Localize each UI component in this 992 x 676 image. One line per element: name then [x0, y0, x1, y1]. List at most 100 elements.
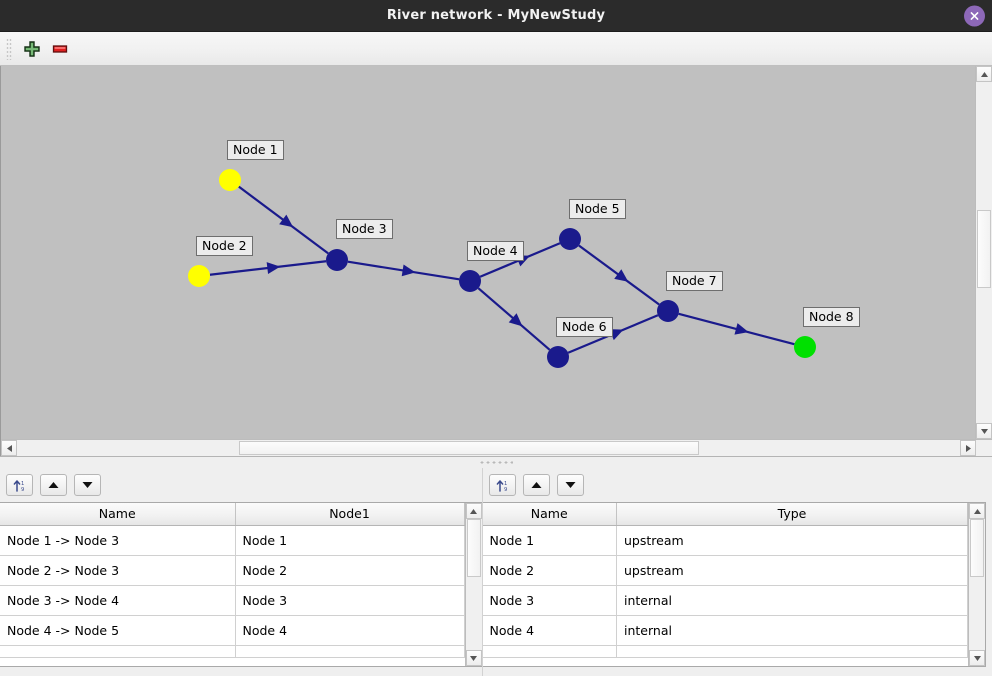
graph-node-label-n8[interactable]: Node 8: [803, 307, 860, 327]
reaches-cell-3-1[interactable]: Node 4: [235, 615, 465, 646]
nodes-toolbar: 1 9: [482, 468, 992, 502]
graph-node-label-n7[interactable]: Node 7: [666, 271, 723, 291]
nodes-table-row[interactable]: [482, 645, 968, 658]
reaches-vscroll-thumb[interactable]: [466, 519, 481, 577]
move-down-icon: [82, 482, 93, 488]
graph-node-n2[interactable]: [188, 265, 210, 287]
panel-splitter[interactable]: [0, 456, 992, 468]
graph-node-n7[interactable]: [657, 300, 679, 322]
reaches-column-header-0[interactable]: Name: [0, 503, 236, 526]
reaches-cell-empty-1[interactable]: [235, 645, 465, 658]
nodes-cell-0-1[interactable]: upstream: [616, 525, 968, 556]
svg-text:9: 9: [21, 487, 24, 493]
scroll-corner: [976, 440, 992, 456]
nodes-cell-3-1[interactable]: internal: [616, 615, 968, 646]
nodes-scroll-up-button[interactable]: [969, 503, 985, 519]
reaches-cell-0-0[interactable]: Node 1 -> Node 3: [0, 525, 236, 556]
graph-node-label-n1[interactable]: Node 1: [227, 140, 284, 160]
triangle-up-icon: [470, 508, 477, 514]
canvas-horizontal-scrollbar[interactable]: [1, 439, 992, 456]
canvas-hscroll-track[interactable]: [17, 440, 960, 456]
nodes-column-header-1[interactable]: Type: [616, 503, 968, 526]
graph-node-label-n6[interactable]: Node 6: [556, 317, 613, 337]
nodes-move-up-button[interactable]: [522, 474, 550, 496]
scroll-down-button[interactable]: [976, 423, 992, 439]
reaches-cell-1-1[interactable]: Node 2: [235, 555, 465, 586]
canvas-vscroll-track[interactable]: [976, 82, 992, 423]
reaches-vscroll-track[interactable]: [465, 519, 482, 651]
graph-node-n1[interactable]: [219, 169, 241, 191]
remove-node-button[interactable]: [46, 35, 74, 63]
graph-node-n3[interactable]: [326, 249, 348, 271]
reaches-vertical-scrollbar[interactable]: [464, 503, 482, 667]
nodes-vscroll-track[interactable]: [969, 519, 985, 651]
network-canvas[interactable]: Node 1 Node 2 Node 3 Node 4 Node 5 Node 6 Node…: [1, 66, 975, 439]
reaches-cell-2-1[interactable]: Node 3: [235, 585, 465, 616]
nodes-cell-2-0[interactable]: Node 3: [482, 585, 617, 616]
graph-node-n4[interactable]: [459, 270, 481, 292]
reaches-cell-0-1[interactable]: Node 1: [235, 525, 465, 556]
graph-node-label-n4[interactable]: Node 4: [467, 241, 524, 261]
graph-node-n8[interactable]: [794, 336, 816, 358]
reaches-column-header-1[interactable]: Node1: [235, 503, 465, 526]
reaches-cell-1-0[interactable]: Node 2 -> Node 3: [0, 555, 236, 586]
canvas-hscroll-thumb[interactable]: [239, 441, 699, 455]
reaches-cell-empty-0[interactable]: [0, 645, 236, 658]
nodes-column-header-0[interactable]: Name: [482, 503, 617, 526]
graph-node-label-n5[interactable]: Node 5: [569, 199, 626, 219]
graph-node-n6[interactable]: [547, 346, 569, 368]
nodes-vertical-scrollbar[interactable]: [968, 503, 985, 667]
scroll-up-button[interactable]: [976, 66, 992, 82]
toolbar-grip[interactable]: [6, 37, 12, 60]
canvas-vscroll-thumb[interactable]: [977, 210, 991, 288]
reaches-cell-3-0[interactable]: Node 4 -> Node 5: [0, 615, 236, 646]
graph-node-label-n2[interactable]: Node 2: [196, 236, 253, 256]
nodes-move-down-button[interactable]: [556, 474, 584, 496]
reaches-cell-2-0[interactable]: Node 3 -> Node 4: [0, 585, 236, 616]
svg-text:9: 9: [504, 487, 507, 493]
nodes-cell-2-1[interactable]: internal: [616, 585, 968, 616]
nodes-cell-3-0[interactable]: Node 4: [482, 615, 617, 646]
reaches-scroll-up-button[interactable]: [465, 503, 482, 519]
triangle-down-icon: [973, 655, 981, 661]
add-node-button[interactable]: [18, 35, 46, 63]
close-button[interactable]: [964, 5, 985, 26]
svg-text:1: 1: [504, 481, 507, 487]
nodes-cell-empty-1[interactable]: [616, 645, 968, 658]
nodes-cell-1-1[interactable]: upstream: [616, 555, 968, 586]
reaches-header-row: NameNode1Node2: [0, 503, 465, 526]
canvas-vertical-scrollbar[interactable]: [975, 66, 992, 439]
close-x-icon: [970, 11, 979, 20]
graph-node-n5[interactable]: [559, 228, 581, 250]
reaches-move-down-button[interactable]: [74, 474, 101, 496]
nodes-cell-1-0[interactable]: Node 2: [482, 555, 617, 586]
reaches-move-up-button[interactable]: [40, 474, 67, 496]
nodes-sort-button[interactable]: 1 9: [488, 474, 516, 496]
reaches-scroll-down-button[interactable]: [465, 650, 482, 667]
nodes-cell-0-0[interactable]: Node 1: [482, 525, 617, 556]
nodes-cell-empty-0[interactable]: [482, 645, 617, 658]
nodes-scroll-down-button[interactable]: [969, 650, 985, 667]
nodes-vscroll-thumb[interactable]: [970, 519, 984, 577]
scroll-right-button[interactable]: [960, 440, 976, 456]
scroll-left-button[interactable]: [1, 440, 17, 456]
reaches-sort-button[interactable]: 1 9: [6, 474, 33, 496]
triangle-left-icon: [6, 444, 12, 452]
reaches-table-row[interactable]: [0, 645, 465, 658]
graph-node-label-n3[interactable]: Node 3: [336, 219, 393, 239]
reaches-status-area: [0, 667, 482, 676]
main-toolbar: [0, 32, 992, 66]
